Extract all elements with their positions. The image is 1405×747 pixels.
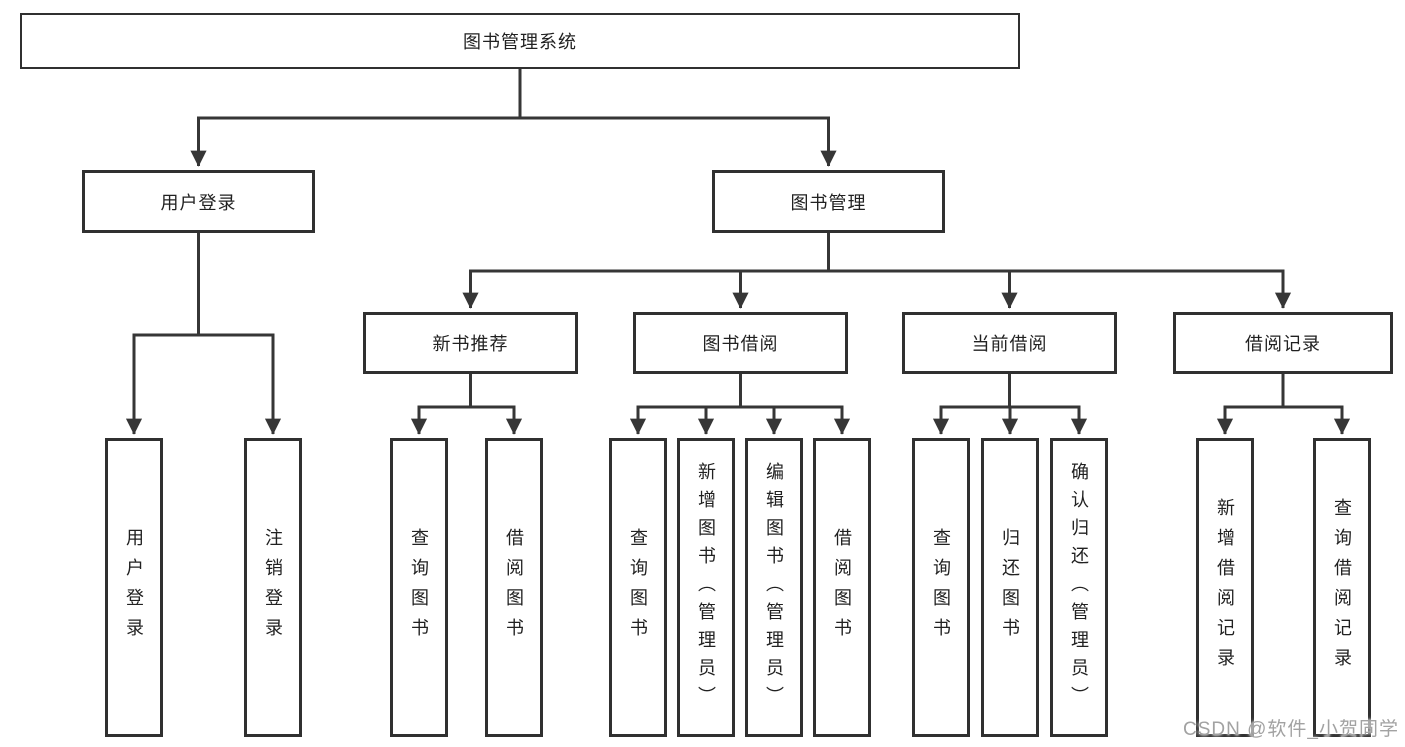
node-new-book-recommend: 新书推荐 [363, 312, 578, 374]
leaf-record-query-label: 查询借阅记录 [1332, 497, 1352, 678]
node-book-borrow-label: 图书借阅 [702, 334, 779, 354]
leaf-current-confirm-admin: 确认归还（管理员） [1050, 438, 1108, 737]
leaf-borrow-query-label: 查询图书 [628, 527, 648, 648]
node-borrow-records: 借阅记录 [1173, 312, 1393, 374]
connector-borrow-records-to-leaves [1216, 405, 1351, 435]
leaf-record-add: 新增借阅记录 [1196, 438, 1254, 737]
node-current-borrow: 当前借阅 [902, 312, 1117, 374]
leaf-record-add-label: 新增借阅记录 [1215, 497, 1235, 678]
connector-new-book-to-leaves [410, 405, 523, 435]
leaf-borrow-add-admin: 新增图书（管理员） [677, 438, 735, 737]
leaf-borrow-edit-admin: 编辑图书（管理员） [745, 438, 803, 737]
connector-book-borrow-to-leaves [629, 405, 851, 435]
connector-user-login-to-leaves [125, 333, 282, 435]
leaf-borrow-book-label: 借阅图书 [832, 527, 852, 648]
node-borrow-records-label: 借阅记录 [1245, 334, 1321, 354]
leaf-borrow-book: 借阅图书 [813, 438, 871, 737]
node-current-borrow-label: 当前借阅 [971, 334, 1048, 354]
leaf-newbook-query: 查询图书 [390, 438, 448, 737]
leaf-newbook-query-label: 查询图书 [409, 527, 429, 648]
leaf-record-query: 查询借阅记录 [1313, 438, 1371, 737]
leaf-logout-label: 注销登录 [263, 527, 283, 648]
connector-book-management-to-level3 [462, 269, 1292, 309]
leaf-user-login-label: 用户登录 [124, 527, 144, 648]
leaf-newbook-borrow-label: 借阅图书 [504, 527, 524, 648]
leaf-newbook-borrow: 借阅图书 [485, 438, 543, 737]
leaf-borrow-edit-admin-label: 编辑图书（管理员） [764, 461, 784, 714]
leaf-current-return-label: 归还图书 [1000, 527, 1020, 648]
leaf-current-query-label: 查询图书 [931, 527, 951, 648]
leaf-borrow-query: 查询图书 [609, 438, 667, 737]
leaf-user-login: 用户登录 [105, 438, 163, 737]
connector-current-borrow-to-leaves [932, 405, 1088, 435]
node-user-login: 用户登录 [82, 170, 315, 233]
leaf-current-query: 查询图书 [912, 438, 970, 737]
node-book-borrow: 图书借阅 [633, 312, 848, 374]
leaf-borrow-add-admin-label: 新增图书（管理员） [696, 461, 716, 714]
node-user-login-label: 用户登录 [160, 192, 237, 213]
csdn-watermark: CSDN @软件_小贺同学 [1183, 719, 1399, 740]
node-new-book-recommend-label: 新书推荐 [432, 334, 509, 354]
leaf-current-confirm-admin-label: 确认归还（管理员） [1069, 461, 1089, 714]
connector-root-to-level2 [190, 116, 837, 167]
leaf-logout: 注销登录 [244, 438, 302, 737]
node-book-management: 图书管理 [712, 170, 945, 233]
node-root: 图书管理系统 [20, 13, 1020, 69]
node-book-management-label: 图书管理 [790, 192, 867, 213]
node-root-label: 图书管理系统 [463, 32, 577, 52]
leaf-current-return: 归还图书 [981, 438, 1039, 737]
